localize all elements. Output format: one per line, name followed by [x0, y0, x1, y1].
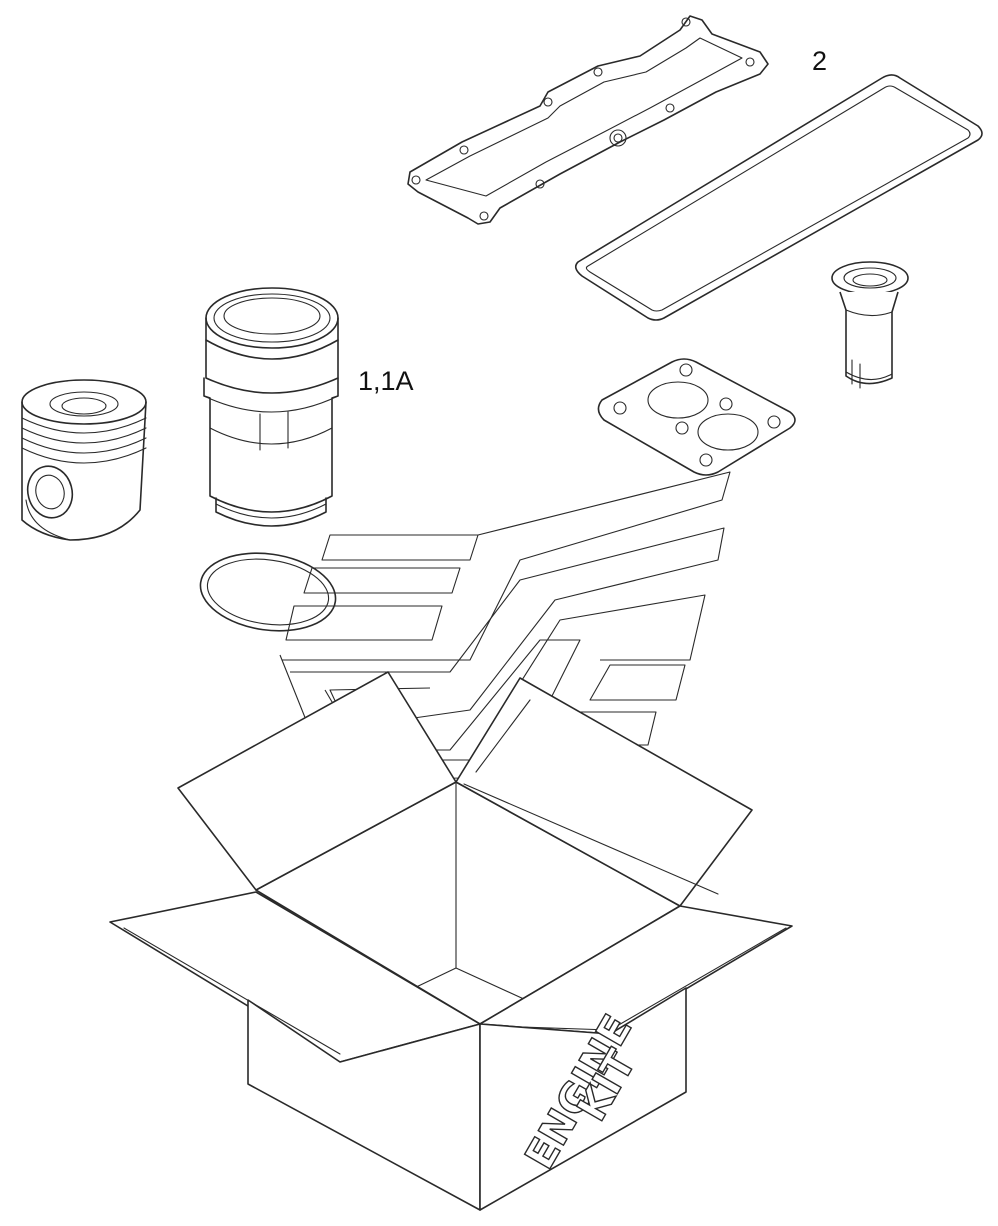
kit-box: ENGINE KIT — [109, 671, 793, 1211]
flange-gasket — [597, 358, 796, 476]
piston — [21, 379, 147, 541]
callout-gasket-kit: 2 — [812, 46, 828, 76]
oil-pan-gasket — [574, 74, 983, 321]
o-ring — [199, 552, 337, 632]
callout-liner-kit: 1,1A — [358, 366, 414, 396]
cylinder-liner — [203, 287, 339, 527]
injector-sleeve — [831, 261, 909, 389]
valve-cover-gasket-upper — [407, 15, 769, 225]
